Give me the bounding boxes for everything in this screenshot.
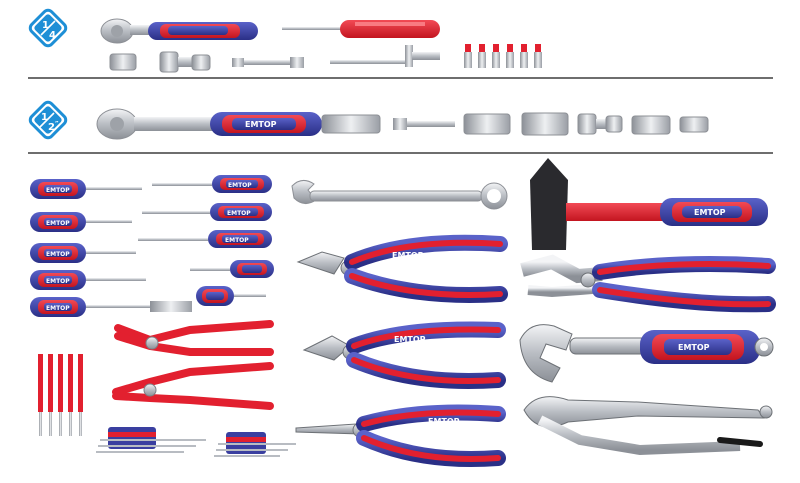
svg-text:″: ″ bbox=[55, 120, 59, 129]
quarter-inch-badge: 1 4 bbox=[28, 8, 68, 48]
svg-text:EMTOP: EMTOP bbox=[225, 237, 249, 244]
svg-text:EMTOP: EMTOP bbox=[46, 251, 70, 258]
quarter-sockets bbox=[109, 45, 440, 73]
svg-text:EMTOP: EMTOP bbox=[228, 182, 252, 189]
svg-text:4: 4 bbox=[49, 30, 56, 41]
svg-text:EMTOP: EMTOP bbox=[394, 335, 426, 344]
svg-text:EMTOP: EMTOP bbox=[392, 251, 424, 260]
svg-text:EMTOP: EMTOP bbox=[46, 278, 70, 285]
half-inch-badge: 1 2 ″ bbox=[28, 100, 68, 140]
svg-text:1: 1 bbox=[42, 20, 49, 31]
svg-text:EMTOP: EMTOP bbox=[46, 220, 70, 227]
quarter-screwdriver bbox=[282, 20, 440, 38]
locking-pliers bbox=[523, 396, 773, 456]
svg-text:EMTOP: EMTOP bbox=[428, 417, 460, 426]
svg-text:2: 2 bbox=[48, 122, 55, 133]
quarter-ratchet bbox=[100, 18, 258, 44]
svg-text:EMTOP: EMTOP bbox=[678, 343, 710, 352]
svg-text:1: 1 bbox=[41, 112, 48, 123]
half-sockets bbox=[321, 112, 709, 136]
screwdriver-set: EMTOP EMTOP EMTOP EMTOP EMTOP EMTOP EMTO… bbox=[30, 175, 274, 317]
quarter-bits bbox=[464, 44, 542, 68]
svg-text:EMTOP: EMTOP bbox=[245, 120, 277, 129]
hex-key-set-2 bbox=[214, 432, 296, 457]
svg-text:EMTOP: EMTOP bbox=[227, 210, 251, 217]
section-divider-top bbox=[28, 77, 773, 79]
water-pump-pliers bbox=[520, 254, 776, 313]
adjustable-wrench: EMTOP bbox=[519, 324, 774, 383]
pin-punch-set bbox=[38, 354, 83, 436]
half-ratchet: EMTOP bbox=[96, 108, 322, 140]
combination-pliers: EMTOP bbox=[296, 234, 508, 304]
hex-key-set-1 bbox=[96, 427, 206, 453]
combination-wrench bbox=[291, 180, 508, 210]
svg-text:EMTOP: EMTOP bbox=[694, 208, 726, 217]
section-divider-bottom bbox=[28, 152, 773, 154]
svg-text:EMTOP: EMTOP bbox=[46, 187, 70, 194]
diagonal-cutters: EMTOP bbox=[302, 321, 506, 390]
svg-text:EMTOP: EMTOP bbox=[46, 305, 70, 312]
circlip-pliers-set bbox=[112, 320, 274, 410]
long-nose-pliers: EMTOP bbox=[295, 404, 506, 468]
machinist-hammer: EMTOP EMTOP bbox=[530, 158, 768, 250]
